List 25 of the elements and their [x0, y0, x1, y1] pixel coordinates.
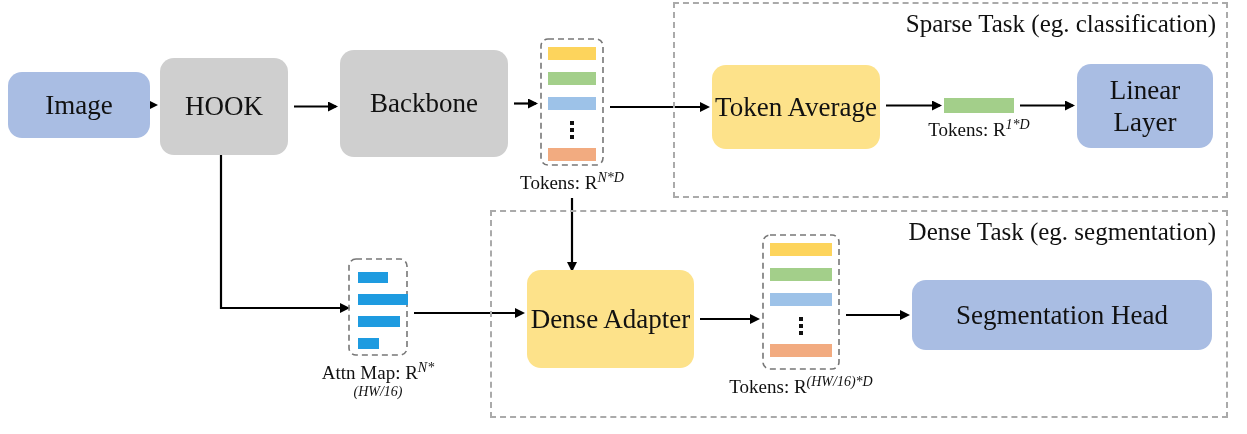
arrow — [886, 100, 942, 111]
dimension-label: Tokens: R$^{(HW/16)*D}$ — [729, 374, 873, 399]
arrow — [414, 308, 525, 318]
dimension-label: Tokens: R$^{1*D}$ — [928, 117, 1030, 142]
process-box: Dense Adapter — [527, 270, 694, 368]
dashed-task-region — [673, 2, 1228, 198]
arrow — [294, 101, 338, 112]
arrow — [219, 155, 350, 313]
process-box: Image — [8, 72, 150, 138]
arrow — [567, 198, 577, 272]
region-title: Sparse Task (eg. classification) — [905, 10, 1216, 38]
arrow — [610, 102, 710, 112]
process-box: Token Average — [712, 65, 880, 149]
arrow — [700, 314, 760, 324]
process-box: Linear Layer — [1077, 64, 1213, 148]
process-box: HOOK — [160, 58, 288, 155]
arrow — [151, 101, 158, 109]
dashed-task-region — [490, 210, 1228, 418]
arrow — [1020, 100, 1075, 111]
process-box: Backbone — [340, 50, 508, 157]
process-box: Segmentation Head — [912, 280, 1212, 350]
arrow — [846, 310, 910, 320]
region-title: Dense Task (eg. segmentation) — [908, 218, 1216, 246]
arrow — [514, 98, 538, 109]
dimension-label: Tokens: R$^{N*D}$ — [520, 170, 624, 195]
